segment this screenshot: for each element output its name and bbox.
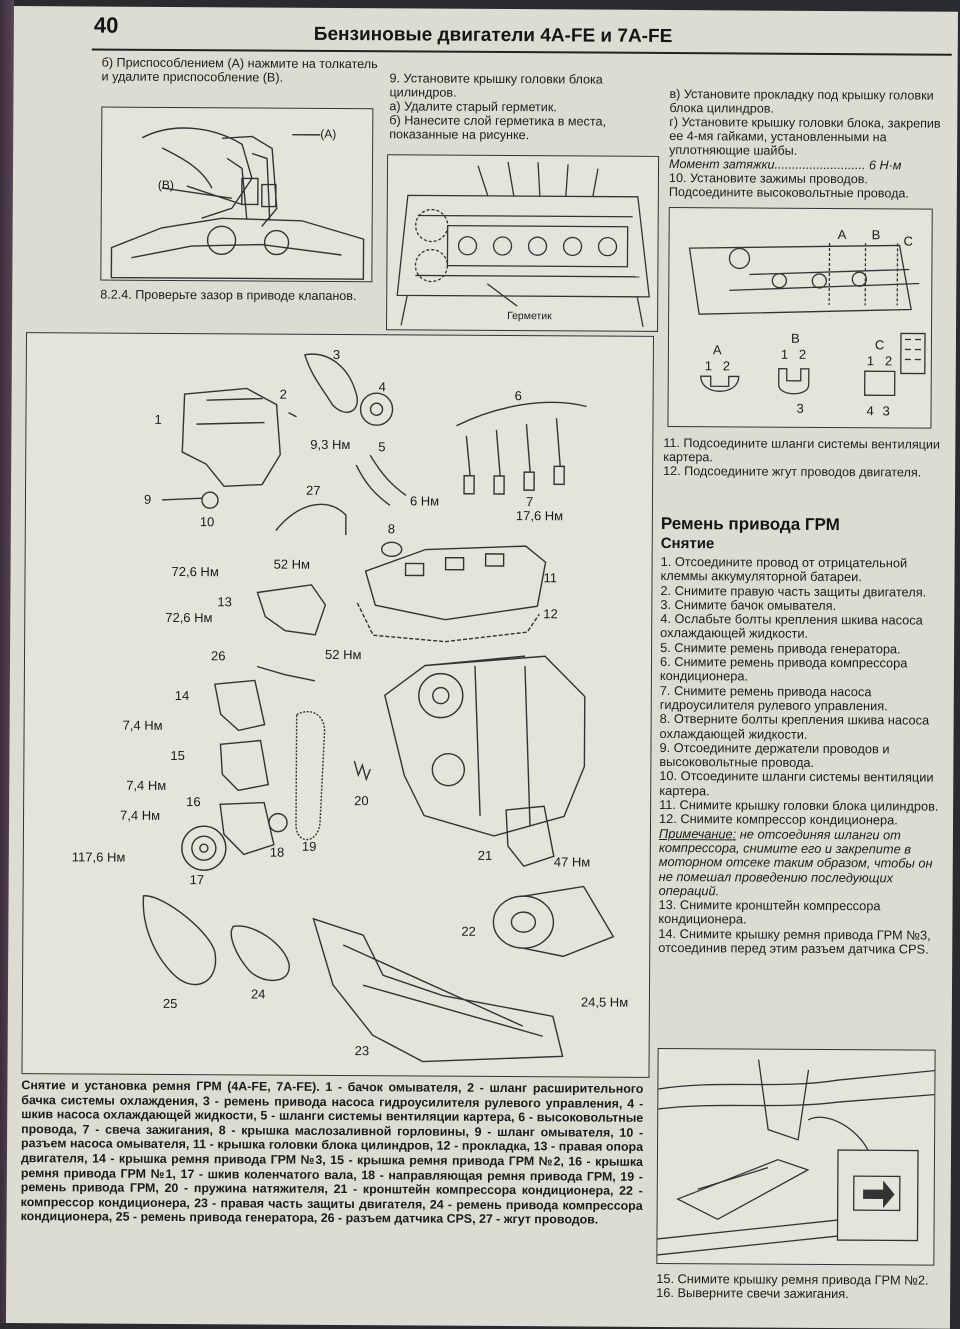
torque-117-6: 117,6 Нм bbox=[71, 849, 126, 865]
torque-17-6: 17,6 Нм bbox=[515, 508, 564, 524]
col1-step-b: б) Приспособлением (А) нажмите на толкат… bbox=[101, 55, 378, 85]
figure-wire-clamps: A B C A 1 2 B 1 2 3 C 1 2 4 3 bbox=[667, 207, 933, 429]
figure-cps-connector bbox=[656, 1047, 936, 1266]
detail-a-n2: 2 bbox=[722, 358, 731, 374]
header-rule bbox=[91, 48, 952, 56]
removal-steps-3: 15. Снимите крышку ремня привода ГРМ №2.… bbox=[656, 1270, 929, 1302]
valve-tool-drawing bbox=[110, 127, 365, 280]
detail-label-b: B bbox=[790, 330, 800, 346]
part-10: 10 bbox=[199, 514, 215, 530]
torque-24-5: 24,5 Нм bbox=[580, 994, 629, 1010]
detail-c-n4: 4 bbox=[866, 403, 874, 419]
detail-c-n1: 1 bbox=[866, 353, 875, 369]
clamp-label-b: B bbox=[871, 227, 881, 243]
part-11: 11 bbox=[543, 570, 558, 586]
part-2: 2 bbox=[279, 386, 287, 402]
section-subtitle: Снятие bbox=[660, 534, 715, 553]
wire-clamps-drawing bbox=[688, 242, 926, 397]
figure-valve-tool: (A) (B) bbox=[100, 106, 374, 283]
detail-b-n2: 2 bbox=[798, 346, 807, 362]
part-18: 18 bbox=[269, 844, 285, 860]
part-21: 21 bbox=[477, 847, 493, 863]
torque-72-6-bottom: 72,6 Нм bbox=[165, 609, 213, 626]
figure-timing-belt-exploded: 1 2 3 4 5 6 7 8 9 10 11 12 13 14 15 16 1… bbox=[21, 332, 654, 1078]
part-20: 20 bbox=[354, 793, 369, 809]
figure-caption: Снятие и установка ремня ГРМ (4A-FE, 7A-… bbox=[20, 1078, 644, 1227]
part-26: 26 bbox=[210, 648, 226, 664]
torque-7-4-a: 7,4 Нм bbox=[122, 717, 163, 733]
clamp-label-a: A bbox=[837, 227, 847, 243]
torque-7-4-b: 7,4 Нм bbox=[126, 777, 167, 793]
part-27: 27 bbox=[306, 482, 321, 498]
part-17: 17 bbox=[189, 872, 205, 888]
torque-52-top: 52 Нм bbox=[273, 556, 311, 572]
torque-52-bottom: 52 Нм bbox=[324, 646, 362, 663]
col3-text: в) Установите прокладку под крышку голов… bbox=[668, 87, 941, 201]
part-23: 23 bbox=[354, 1043, 370, 1059]
torque-72-6-top: 72,6 Нм bbox=[171, 563, 219, 580]
sealant-label: Герметик bbox=[507, 310, 552, 323]
figure-sealant: Герметик bbox=[386, 154, 660, 332]
torque-9-3: 9,3 Нм bbox=[310, 436, 351, 453]
detail-a-n1: 1 bbox=[704, 358, 713, 374]
part-24: 24 bbox=[250, 986, 266, 1002]
detail-b-n3: 3 bbox=[796, 400, 804, 416]
col2-text: 9. Установите крышку головки блока цилин… bbox=[389, 71, 607, 143]
col1-step-824: 8.2.4. Проверьте зазор в приводе клапано… bbox=[100, 287, 357, 304]
exploded-view-drawing bbox=[142, 353, 615, 1063]
detail-b-n1: 1 bbox=[780, 346, 789, 362]
part-16: 16 bbox=[186, 794, 201, 810]
part-15: 15 bbox=[170, 747, 185, 764]
torque-6: 6 Нм bbox=[409, 493, 440, 509]
part-3: 3 bbox=[332, 346, 341, 362]
part-22: 22 bbox=[461, 923, 476, 939]
part-12: 12 bbox=[543, 606, 558, 622]
section-title: Ремень привода ГРМ bbox=[660, 513, 840, 535]
cps-connector-drawing bbox=[657, 1059, 935, 1256]
removal-steps: 1. Отсоедините провод от отрицательной к… bbox=[658, 553, 939, 957]
part-8: 8 bbox=[387, 521, 396, 537]
part-13: 13 bbox=[217, 594, 232, 610]
part-1: 1 bbox=[154, 411, 162, 427]
detail-label-c: C bbox=[874, 337, 885, 353]
page-number: 40 bbox=[93, 12, 119, 38]
part-25: 25 bbox=[162, 995, 178, 1012]
part-5: 5 bbox=[378, 439, 386, 455]
detail-label-a: A bbox=[712, 342, 722, 358]
label-b: (B) bbox=[157, 177, 174, 192]
part-6: 6 bbox=[514, 388, 522, 404]
page-header-title: Бензиновые двигатели 4A-FE и 7A-FE bbox=[313, 23, 673, 48]
part-9: 9 bbox=[143, 491, 152, 507]
clamp-label-c: C bbox=[903, 233, 914, 249]
torque-47: 47 Нм bbox=[553, 854, 591, 870]
detail-c-n2: 2 bbox=[884, 353, 893, 369]
label-a: (A) bbox=[320, 126, 337, 141]
part-14: 14 bbox=[174, 687, 190, 704]
detail-c-n3: 3 bbox=[882, 403, 890, 419]
part-19: 19 bbox=[301, 838, 317, 854]
part-4: 4 bbox=[378, 379, 386, 395]
col3-text-2: 11. Подсоедините шланги системы вентиляц… bbox=[663, 435, 941, 480]
cylinder-head-drawing bbox=[396, 161, 650, 327]
part-7: 7 bbox=[525, 494, 534, 510]
torque-7-4-c: 7,4 Нм bbox=[120, 807, 161, 823]
manual-page: 40 Бензиновые двигатели 4A-FE и 7A-FE б)… bbox=[5, 6, 958, 1329]
